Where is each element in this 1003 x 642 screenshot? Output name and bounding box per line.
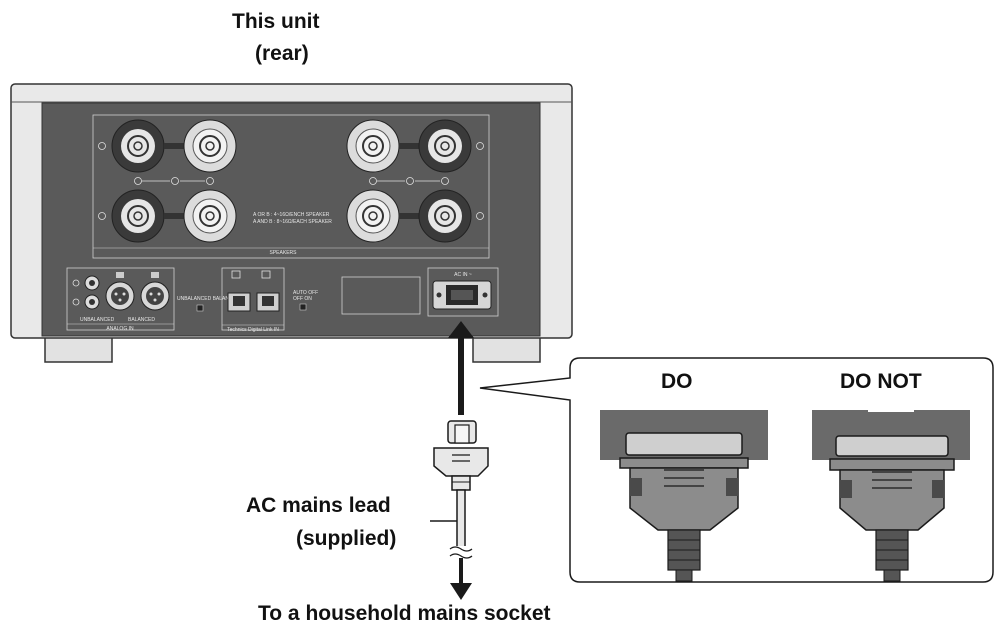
terminal-a-left-red bbox=[183, 119, 237, 173]
analog-in-section: ANALOG IN UNBALANCED BALANCED bbox=[66, 267, 175, 332]
socket-arrow-head bbox=[450, 583, 472, 600]
terminal-b-left-black bbox=[111, 189, 165, 243]
lead-label-line1: AC mains lead bbox=[246, 494, 391, 517]
insert-arrow-head bbox=[448, 321, 474, 338]
ac-mains-lead bbox=[430, 321, 489, 600]
impedance-line2: A AND B : 8~16Ω/EACH SPEAKER bbox=[253, 219, 332, 225]
auto-off-switch bbox=[299, 303, 307, 311]
incorrect-plug-illustration bbox=[812, 408, 970, 582]
unit-rear: SPEAKERS A OR B : 4~16Ω/ENCH SPEAKER A A… bbox=[10, 83, 573, 363]
terminal-b-left-red bbox=[183, 189, 237, 243]
unbalanced-label: UNBALANCED bbox=[80, 317, 115, 323]
terminal-a-left-black bbox=[111, 119, 165, 173]
do-label: DO bbox=[661, 370, 693, 393]
correct-plug-illustration bbox=[600, 410, 768, 582]
balanced-label: BALANCED bbox=[128, 317, 155, 323]
destination-label: To a household mains socket bbox=[258, 602, 551, 625]
analog-in-label: ANALOG IN bbox=[106, 326, 134, 332]
speakers-frame bbox=[92, 114, 490, 259]
input-switch bbox=[196, 304, 204, 312]
speakers-label: SPEAKERS bbox=[270, 250, 298, 256]
do-not-label: DO NOT bbox=[840, 370, 922, 393]
unit-title-line2: (rear) bbox=[255, 42, 309, 65]
blank-plate bbox=[341, 276, 421, 315]
digital-link-section: Technics Digital Link IN bbox=[221, 267, 285, 333]
input-switch-label: UNBALANCED BALANCED bbox=[177, 296, 240, 302]
impedance-line1: A OR B : 4~16Ω/ENCH SPEAKER bbox=[253, 212, 330, 218]
ac-inlet: AC IN ~ bbox=[427, 267, 499, 317]
ac-in-label: AC IN ~ bbox=[454, 272, 472, 278]
terminal-a-right-red bbox=[346, 119, 400, 173]
lead-label-line2: (supplied) bbox=[296, 527, 397, 550]
terminal-a-right-black bbox=[418, 119, 472, 173]
do-donot-callout bbox=[479, 357, 994, 583]
auto-off-states: OFF ON bbox=[293, 296, 312, 302]
lead-plug bbox=[433, 420, 489, 491]
left-foot bbox=[44, 336, 113, 363]
terminal-b-right-red bbox=[346, 189, 400, 243]
auto-off-label: AUTO OFF bbox=[293, 290, 318, 296]
unit-title-line1: This unit bbox=[232, 10, 320, 33]
right-foot bbox=[472, 336, 541, 363]
terminal-b-right-black bbox=[418, 189, 472, 243]
digital-link-label: Technics Digital Link IN bbox=[227, 327, 279, 333]
